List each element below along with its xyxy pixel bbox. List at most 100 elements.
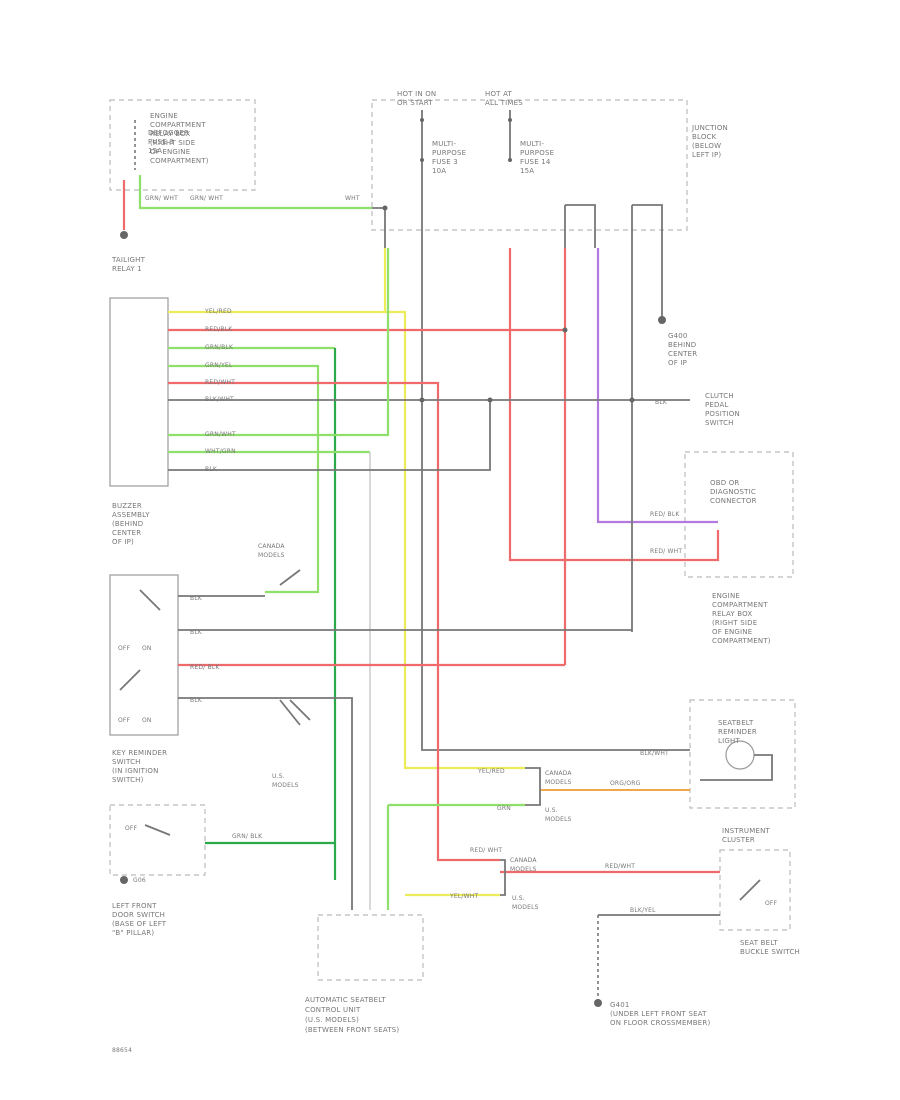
label-ground-line: G06: [133, 877, 146, 884]
label-engine-relay-box-line: ENGINE: [712, 592, 740, 600]
label-ground-floor-line: G401: [610, 1001, 630, 1009]
label-canada-models-3-line: CANADA: [510, 857, 537, 864]
label-instrument-cluster-line: CLUSTER: [722, 836, 755, 844]
label-door-off-line: OFF: [125, 825, 138, 832]
label-ground: G06: [133, 877, 146, 884]
label-instrument-cluster-line: INSTRUMENT: [722, 827, 771, 835]
label-multi-fuse-14-line: FUSE 14: [520, 158, 551, 166]
label-switch-off-line: OFF: [118, 645, 131, 652]
label-door-switch-line: DOOR SWITCH: [112, 911, 165, 919]
wire-label-cu-yel: YEL/WHT: [449, 893, 478, 900]
label-canada-models-2-line: MODELS: [545, 779, 572, 786]
label-multi-fuse-14-line: 15A: [520, 167, 534, 175]
wire-blk-buzzer: [168, 400, 491, 471]
wire-blk-main: [421, 248, 690, 751]
label-ground-center-line: OF IP: [668, 359, 687, 367]
label-ground-floor-line: ON FLOOR CROSSMEMBER): [610, 1019, 710, 1027]
label-seatbelt-reminder-line: SEATBELT: [718, 719, 754, 727]
connector-bracket: [500, 859, 506, 896]
label-us-models-1-line: U.S.: [272, 773, 285, 780]
label-door-switch-line: LEFT FRONT: [112, 902, 157, 910]
label-key-switch-line: SWITCH: [112, 758, 141, 766]
label-control-unit-line: (BETWEEN FRONT SEATS): [305, 1026, 399, 1034]
label-key-switch-line: SWITCH): [112, 776, 144, 784]
wire-label-clutch-blk: BLK: [655, 399, 668, 406]
fuse-icon: [420, 158, 424, 162]
label-key-switch-line: KEY REMINDER: [112, 749, 167, 757]
wire-label-obd-1: RED/ BLK: [650, 511, 680, 518]
label-control-unit-line: AUTOMATIC SEATBELT: [305, 996, 386, 1004]
label-buzzer-line: ASSEMBLY: [112, 511, 150, 519]
label-engine-relay-box-line: COMPARTMENT): [712, 637, 771, 645]
label-multi-fuse-3-line: MULTI-: [432, 140, 456, 148]
fuse-icon: [508, 158, 512, 162]
label-ground-floor-line: (UNDER LEFT FRONT SEAT: [610, 1010, 707, 1018]
buckle-switch-box: [719, 849, 791, 931]
label-buzzer-line: (BEHIND: [112, 520, 143, 528]
label-seatbelt-reminder-line: LIGHT: [718, 737, 740, 745]
wire-lamp-return: [700, 754, 773, 781]
label-us-models-2-line: MODELS: [545, 816, 572, 823]
key-switch-contact-1: [139, 589, 161, 611]
buzzer-pin-wire-label: RED/WHT: [205, 379, 235, 386]
label-buckle-switch-line: SEAT BELT: [740, 939, 778, 947]
wire-label-wht: WHT: [345, 195, 360, 202]
buckle-switch-contact: [739, 879, 761, 901]
key-switch-contact-2: [119, 669, 141, 691]
label-junction-block-line: (BELOW: [692, 142, 721, 150]
label-us-models-1-line: MODELS: [272, 782, 299, 789]
wire-label-reminder-3: ORG/ORG: [610, 780, 641, 787]
wire-purple-obd: [596, 248, 695, 524]
junction-block-box: [371, 99, 688, 231]
label-junction-block-line: LEFT IP): [692, 151, 721, 159]
label-switch-on: ON: [142, 645, 152, 652]
label-switch-on-2: ON: [142, 717, 152, 724]
label-hot-run-start-line: OR START: [397, 99, 433, 107]
wire-junction-bridge-1: [564, 204, 596, 248]
label-fuse-defogger-line: 15A: [148, 147, 162, 155]
wire-junction-entry: [372, 207, 386, 248]
label-ground-center-line: CENTER: [668, 350, 697, 358]
label-fuse-engine-line: OF ENGINE: [150, 148, 190, 156]
wire-grn-wht: [168, 248, 390, 437]
label-door-switch-line: "B" PILLAR): [112, 929, 154, 937]
label-obd-connector-line: OBD OR: [710, 479, 740, 487]
wire-label-reminder-1: BLK/WHT: [640, 750, 669, 757]
label-clutch-switch-line: POSITION: [705, 410, 740, 418]
wire-label-grn-wht-1: GRN/ WHT: [145, 195, 178, 202]
label-buzzer-line: CENTER: [112, 529, 141, 537]
label-fuse-defogger-line: DEFOGGER: [148, 129, 189, 137]
label-fuse-engine-line: RELAY BOX: [150, 130, 190, 138]
buzzer-pin-wire-label: YEL/RED: [204, 308, 232, 315]
fuse-icon: [508, 118, 512, 122]
ground-icon: [594, 999, 602, 1007]
label-switch-on-2-line: ON: [142, 717, 152, 724]
wire-label-door: GRN/ BLK: [232, 833, 263, 840]
label-switch-off-2-line: OFF: [118, 717, 131, 724]
label-buckle-switch-line: BUCKLE SWITCH: [740, 948, 800, 956]
label-engine-relay-box-line: COMPARTMENT: [712, 601, 768, 609]
wire-label-reminder-2: YEL/RED: [477, 768, 505, 775]
label-canada-models-3-line: MODELS: [510, 866, 537, 873]
wire-label-key-1: BLK: [190, 595, 203, 602]
wire-label-buckle: BLK/YEL: [630, 907, 656, 914]
node: [629, 397, 635, 403]
label-fuse-engine-line: (RIGHT SIDE: [150, 139, 195, 147]
label-buzzer-line: OF IP): [112, 538, 134, 546]
fuse-icon: [420, 118, 424, 122]
wire-yel-red: [168, 310, 525, 770]
label-buzzer-line: BUZZER: [112, 502, 142, 510]
